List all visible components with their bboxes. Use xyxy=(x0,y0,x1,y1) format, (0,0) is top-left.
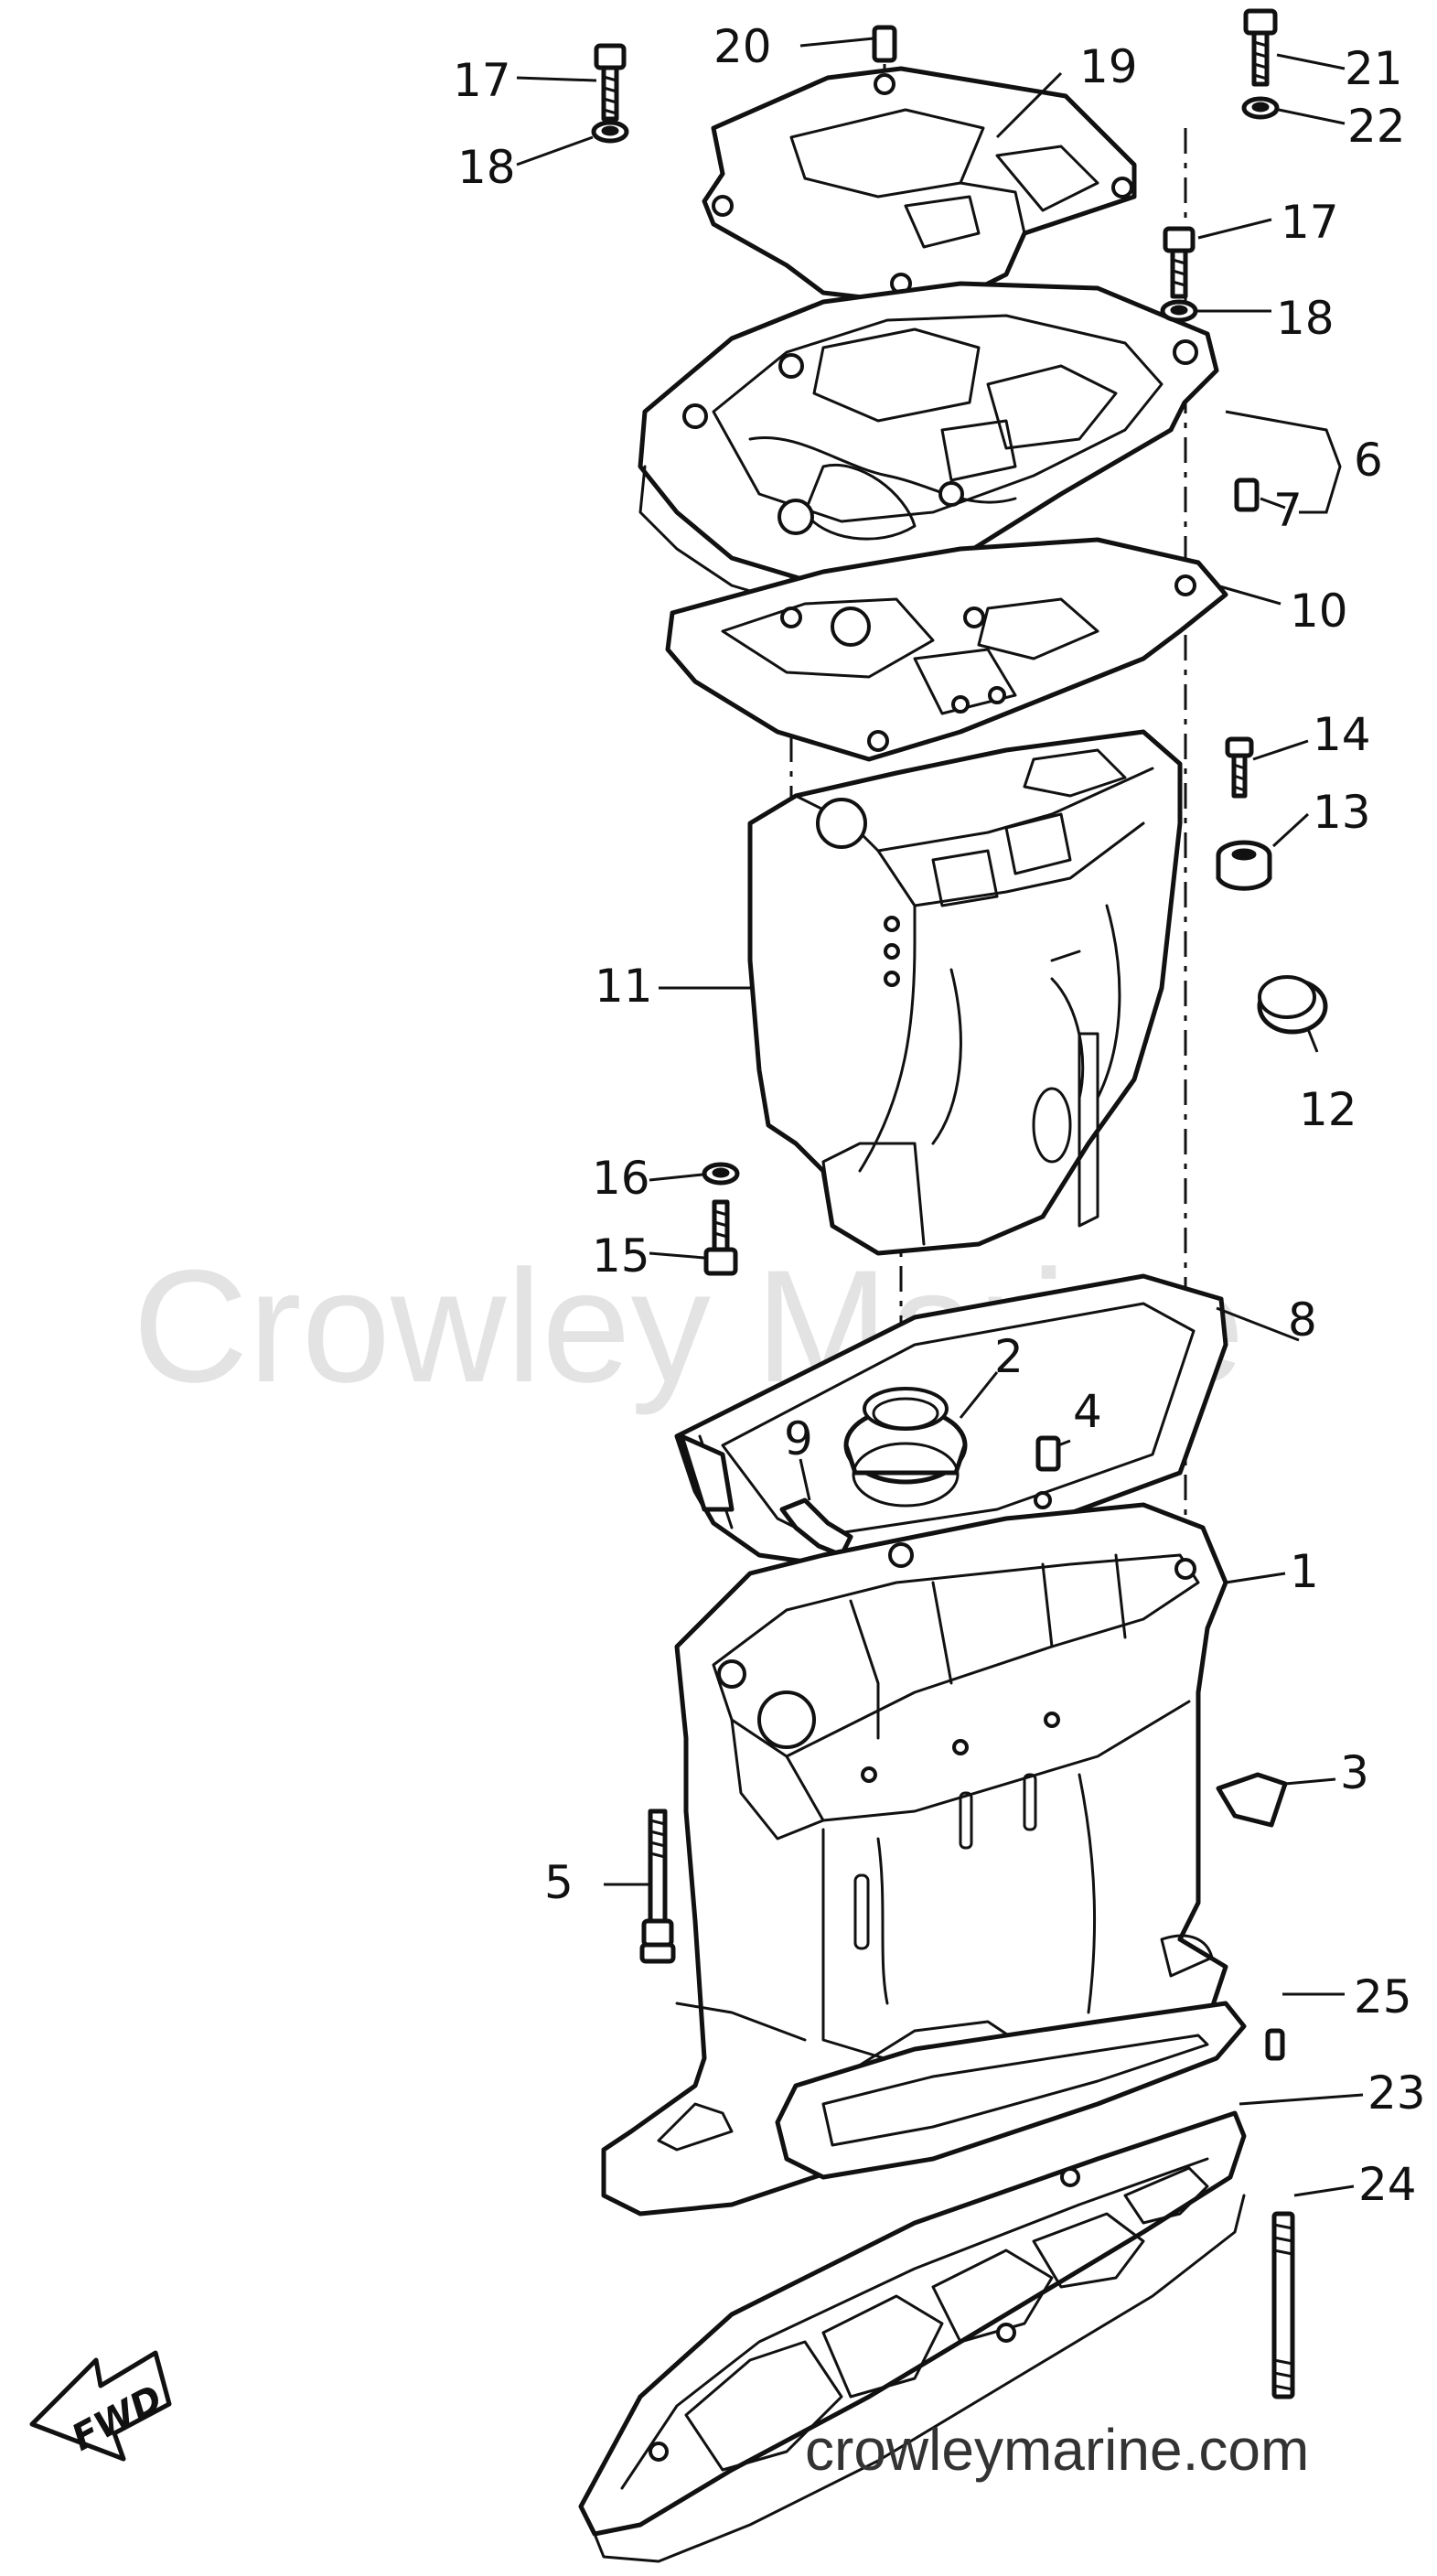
part-19-top-gasket xyxy=(702,66,1137,305)
callout-25[interactable]: 25 xyxy=(1354,1970,1412,2023)
callout-10[interactable]: 10 xyxy=(1290,585,1348,638)
callout-14[interactable]: 14 xyxy=(1313,708,1371,761)
callout-18a[interactable]: 18 xyxy=(457,141,516,194)
callout-6[interactable]: 6 xyxy=(1354,434,1383,487)
callout-20[interactable]: 20 xyxy=(713,20,772,73)
leader-lines xyxy=(516,37,1364,2197)
callout-16[interactable]: 16 xyxy=(592,1152,650,1205)
callout-2[interactable]: 2 xyxy=(994,1330,1024,1383)
callout-17a[interactable]: 17 xyxy=(453,54,511,107)
part-10-middle-gasket xyxy=(665,537,1228,762)
bottom-plate xyxy=(578,2110,1247,2563)
callout-4[interactable]: 4 xyxy=(1073,1385,1102,1438)
site-url: crowleymarine.com xyxy=(805,2417,1309,2483)
part-6-upper-plate xyxy=(638,281,1219,615)
callout-22[interactable]: 22 xyxy=(1347,100,1406,153)
callout-12[interactable]: 12 xyxy=(1299,1083,1357,1136)
callout-23[interactable]: 23 xyxy=(1367,2066,1426,2120)
fwd-direction-arrow: FWD xyxy=(29,2350,172,2462)
callout-13[interactable]: 13 xyxy=(1313,786,1371,839)
callout-3[interactable]: 3 xyxy=(1340,1746,1369,1799)
callout-5[interactable]: 5 xyxy=(544,1856,574,1909)
callout-19[interactable]: 19 xyxy=(1079,40,1138,93)
part-2-grommet xyxy=(843,1387,968,1508)
callout-8[interactable]: 8 xyxy=(1288,1293,1317,1347)
callout-1[interactable]: 1 xyxy=(1290,1545,1319,1598)
part-11-upper-casing xyxy=(747,729,1183,1256)
callout-18b[interactable]: 18 xyxy=(1276,292,1335,345)
callout-11[interactable]: 11 xyxy=(595,960,653,1013)
callout-21[interactable]: 21 xyxy=(1345,42,1403,95)
callout-9[interactable]: 9 xyxy=(784,1412,813,1465)
part-callouts: 1 2 3 4 5 6 7 8 9 10 11 12 13 14 15 16 1… xyxy=(453,20,1426,2211)
part-23-lower-gasket xyxy=(775,2001,1247,2180)
fasteners xyxy=(591,8,1328,2399)
callout-7[interactable]: 7 xyxy=(1273,484,1303,537)
part-9-clip xyxy=(779,1497,853,1558)
callout-24[interactable]: 24 xyxy=(1358,2158,1417,2211)
callout-17b[interactable]: 17 xyxy=(1281,196,1339,249)
callout-15[interactable]: 15 xyxy=(592,1229,650,1283)
part-4-dowel xyxy=(1035,1435,1061,1472)
